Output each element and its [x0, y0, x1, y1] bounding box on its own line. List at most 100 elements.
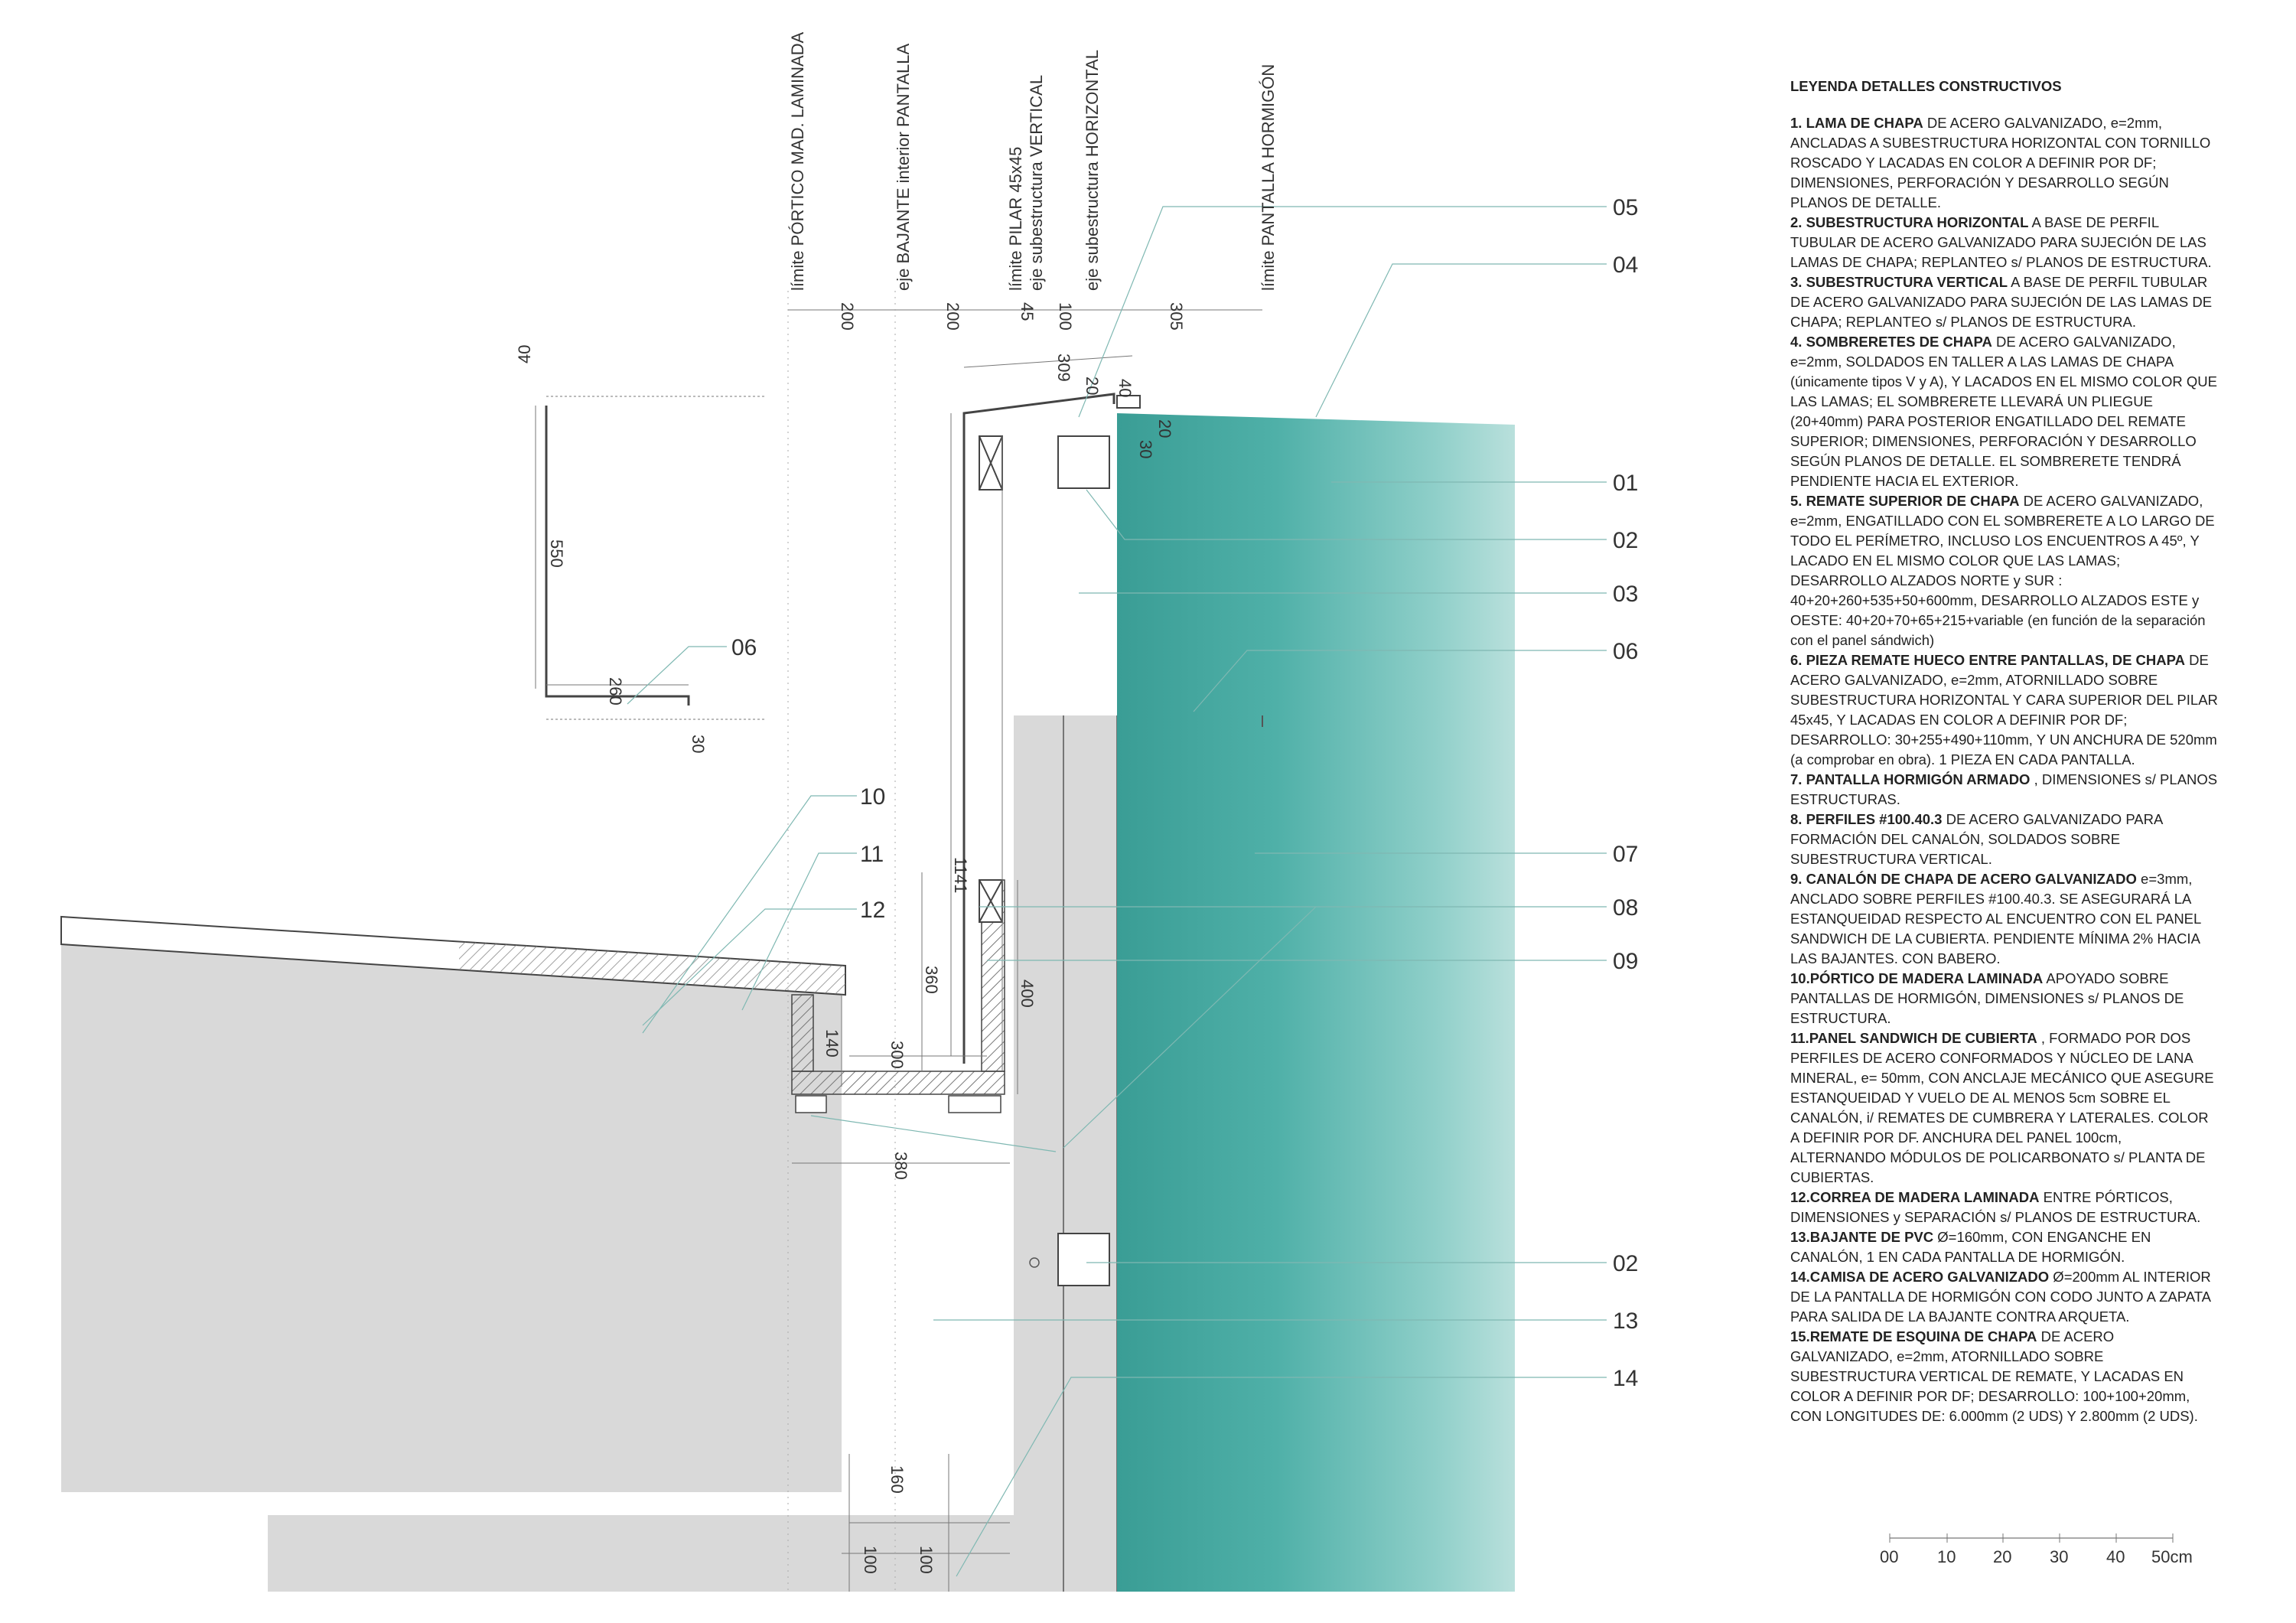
legend-item-head: 15.REMATE DE ESQUINA DE CHAPA — [1790, 1328, 2037, 1344]
dim-100a: 100 — [861, 1546, 880, 1574]
callout-06a: 06 — [731, 635, 757, 660]
top-dimension-numbers: 200 200 45 100 305 — [838, 302, 1186, 331]
callout-02b: 02 — [1613, 1251, 1638, 1276]
dim-20a: 20 — [1083, 376, 1102, 395]
dim-30a: 30 — [1136, 440, 1155, 458]
dim-380: 380 — [891, 1152, 910, 1180]
dim-40b: 40 — [515, 345, 534, 363]
legend-item: 10.PÓRTICO DE MADERA LAMINADA APOYADO SO… — [1790, 969, 2219, 1028]
concrete-masses — [61, 715, 1262, 1592]
legend-item-head: 4. SOMBRERETES DE CHAPA — [1790, 334, 1992, 350]
legend-item-head: 2. SUBESTRUCTURA HORIZONTAL — [1790, 214, 2029, 230]
legend-item: 3. SUBESTRUCTURA VERTICAL A BASE DE PERF… — [1790, 272, 2219, 332]
legend-item-text: , FORMADO POR DOS PERFILES DE ACERO CONF… — [1790, 1030, 2214, 1185]
dim-360: 360 — [922, 966, 941, 994]
footing-block — [268, 1515, 1209, 1592]
legend-item-text: A BASE DE PERFIL TUBULAR DE ACERO GALVAN… — [1790, 214, 2212, 270]
dim-309: 309 — [1054, 354, 1073, 382]
steel-cladding-lamas — [1117, 413, 1515, 1592]
legend-item-head: 14.CAMISA DE ACERO GALVANIZADO — [1790, 1269, 2050, 1285]
legend-item: 11.PANEL SANDWICH DE CUBIERTA , FORMADO … — [1790, 1028, 2219, 1188]
legend-item-text: DE ACERO GALVANIZADO, e=2mm, SOLDADOS EN… — [1790, 334, 2217, 489]
top-dim-305: 305 — [1167, 302, 1186, 331]
legend-item-head: 3. SUBESTRUCTURA VERTICAL — [1790, 274, 2008, 290]
legend-item: 13.BAJANTE DE PVC Ø=160mm, CON ENGANCHE … — [1790, 1227, 2219, 1267]
legend-item: 8. PERFILES #100.40.3 DE ACERO GALVANIZA… — [1790, 810, 2219, 869]
dim-20b: 20 — [1155, 419, 1174, 438]
callout-02a: 02 — [1613, 528, 1638, 553]
legend-item: 12.CORREA DE MADERA LAMINADA ENTRE PÓRTI… — [1790, 1188, 2219, 1227]
callout-11: 11 — [860, 842, 884, 867]
top-dim-200b: 200 — [943, 302, 962, 331]
vlabel-subest-horizontal: eje subestructura HORIZONTAL — [1083, 50, 1102, 291]
dim-30b: 30 — [689, 735, 708, 753]
scale-30: 30 — [2050, 1547, 2068, 1566]
legend-item-text: DE ACERO GALVANIZADO PARA FORMACIÓN DEL … — [1790, 811, 2163, 867]
legend-items: 1. LAMA DE CHAPA DE ACERO GALVANIZADO, e… — [1790, 113, 2219, 1426]
dim-40a: 40 — [1115, 379, 1135, 397]
top-vertical-labels: límite PÓRTICO MAD. LAMINADA eje BAJANTE… — [788, 31, 1278, 291]
callout-08: 08 — [1613, 895, 1638, 921]
callout-03: 03 — [1613, 582, 1638, 607]
legend-item-text: ENTRE PÓRTICOS, DIMENSIONES y SEPARACIÓN… — [1790, 1189, 2201, 1225]
inner-dimension-numbers: 309 20 40 20 30 40 550 260 30 1141 360 4… — [515, 345, 1174, 1574]
laminated-timber-portal — [61, 932, 842, 1492]
legend-item-head: 13.BAJANTE DE PVC — [1790, 1229, 1934, 1245]
vlabel-subest-vertical: eje subestructura VERTICAL — [1027, 75, 1046, 291]
legend-item-text: e=3mm, ANCLADO SOBRE PERFILES #100.40.3.… — [1790, 871, 2201, 966]
scale-40: 40 — [2106, 1547, 2125, 1566]
leader-lines — [627, 206, 1607, 1577]
dim-550: 550 — [547, 539, 566, 568]
legend-item: 9. CANALÓN DE CHAPA DE ACERO GALVANIZADO… — [1790, 869, 2219, 969]
dim-260: 260 — [606, 677, 625, 706]
callout-05: 05 — [1613, 195, 1638, 220]
legend-item: 2. SUBESTRUCTURA HORIZONTAL A BASE DE PE… — [1790, 213, 2219, 272]
vlabel-pantalla-hormigon: límite PANTALLA HORMIGÓN — [1259, 64, 1278, 291]
legend-item-head: 11.PANEL SANDWICH DE CUBIERTA — [1790, 1030, 2037, 1046]
dim-100b: 100 — [917, 1546, 936, 1574]
callout-12: 12 — [860, 898, 885, 923]
dim-1141: 1141 — [951, 857, 970, 893]
legend-item-text: APOYADO SOBRE PANTALLAS DE HORMIGÓN, DIM… — [1790, 970, 2184, 1026]
legend-item-text: DE ACERO GALVANIZADO, e=2mm, ANCLADAS A … — [1790, 115, 2211, 210]
callout-07: 07 — [1613, 842, 1638, 867]
legend-item: 5. REMATE SUPERIOR DE CHAPA DE ACERO GAL… — [1790, 491, 2219, 650]
callout-14: 14 — [1613, 1366, 1638, 1391]
legend-item: 14.CAMISA DE ACERO GALVANIZADO Ø=200mm A… — [1790, 1267, 2219, 1327]
legend: LEYENDA DETALLES CONSTRUCTIVOS 1. LAMA D… — [1790, 77, 2219, 1426]
legend-item-head: 8. PERFILES #100.40.3 — [1790, 811, 1943, 827]
scale-10: 10 — [1937, 1547, 1956, 1566]
vlabel-pilar: límite PILAR 45x45 — [1006, 147, 1025, 291]
substructure — [979, 395, 1263, 1286]
callout-09: 09 — [1613, 949, 1638, 974]
top-flashing — [545, 393, 1115, 1064]
callout-01: 01 — [1613, 471, 1638, 496]
callout-04: 04 — [1613, 253, 1638, 278]
legend-item-head: 10.PÓRTICO DE MADERA LAMINADA — [1790, 970, 2044, 986]
callout-10: 10 — [860, 784, 885, 810]
legend-item-text: A BASE DE PERFIL TUBULAR DE ACERO GALVAN… — [1790, 274, 2213, 330]
legend-item-head: 7. PANTALLA HORMIGÓN ARMADO — [1790, 771, 2031, 787]
legend-item-text: Ø=160mm, CON ENGANCHE EN CANALÓN, 1 EN C… — [1790, 1229, 2151, 1265]
legend-item-head: 6. PIEZA REMATE HUECO ENTRE PANTALLAS, D… — [1790, 652, 2185, 668]
legend-item-head: 5. REMATE SUPERIOR DE CHAPA — [1790, 493, 2020, 509]
dim-300: 300 — [887, 1041, 907, 1069]
legend-item-text: , DIMENSIONES s/ PLANOS ESTRUCTURAS. — [1790, 771, 2218, 807]
legend-item: 15.REMATE DE ESQUINA DE CHAPA DE ACERO G… — [1790, 1327, 2219, 1426]
top-dim-45: 45 — [1018, 302, 1037, 321]
legend-item: 1. LAMA DE CHAPA DE ACERO GALVANIZADO, e… — [1790, 113, 2219, 213]
scale-50cm: 50cm — [2151, 1547, 2193, 1566]
dimension-lines — [535, 291, 1262, 1592]
vlabel-portico: límite PÓRTICO MAD. LAMINADA — [788, 31, 807, 291]
legend-item-text: Ø=200mm AL INTERIOR DE LA PANTALLA DE HO… — [1790, 1269, 2211, 1325]
downpipe-circle — [1029, 1257, 1040, 1268]
legend-item-head: 9. CANALÓN DE CHAPA DE ACERO GALVANIZADO — [1790, 871, 2137, 887]
scale-bar: 00 10 20 30 40 50cm — [1880, 1533, 2193, 1566]
scale-00: 00 — [1880, 1547, 1898, 1566]
callout-06b: 06 — [1613, 639, 1638, 664]
vlabel-bajante: eje BAJANTE interior PANTALLA — [894, 43, 913, 291]
legend-item: 7. PANTALLA HORMIGÓN ARMADO , DIMENSIONE… — [1790, 770, 2219, 810]
legend-item: 6. PIEZA REMATE HUECO ENTRE PANTALLAS, D… — [1790, 650, 2219, 770]
scale-20: 20 — [1993, 1547, 2011, 1566]
